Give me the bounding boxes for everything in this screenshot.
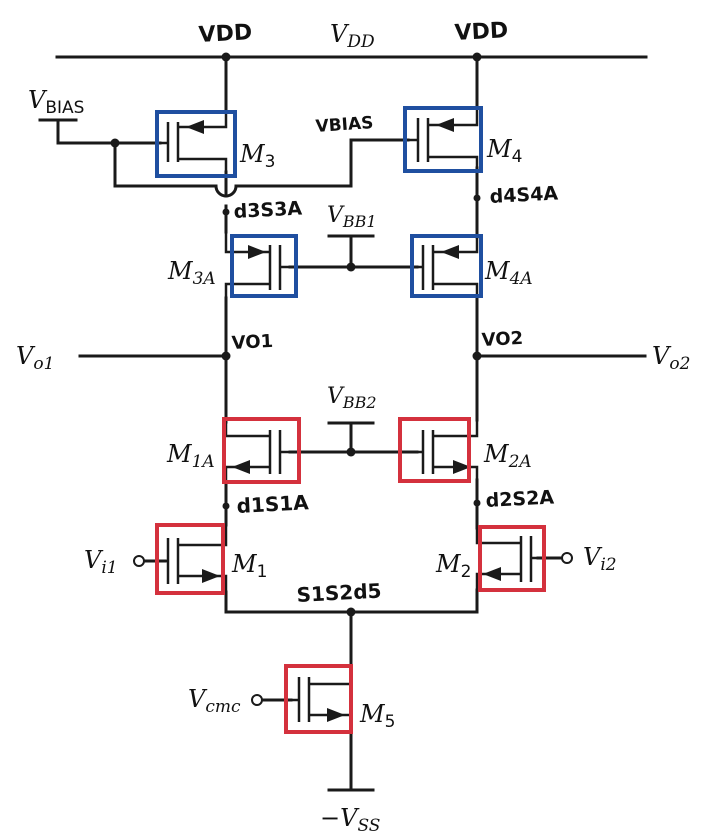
vbias-label: VBIAS xyxy=(28,86,84,118)
m3-highlight-box xyxy=(155,110,237,178)
vdd-left-annotation: VDD xyxy=(198,20,253,48)
m3a-highlight-box xyxy=(230,234,298,298)
vo2-node-annotation: VO2 xyxy=(481,328,523,351)
node-dot xyxy=(346,447,356,457)
m2a-label: M2A xyxy=(483,440,532,472)
vi1-label: Vi1 xyxy=(84,546,118,578)
vcmc-label: Vcmc xyxy=(188,685,241,717)
m5-symbol xyxy=(291,666,353,732)
vo1-node-annotation: VO1 xyxy=(231,331,273,354)
node-dot xyxy=(473,499,481,507)
vo2-label: Vo2 xyxy=(652,342,690,374)
m2-highlight-box xyxy=(478,525,546,592)
vbias-right-annotation: VBIAS xyxy=(315,113,374,137)
node-dot xyxy=(110,138,120,148)
m4a-symbol xyxy=(417,237,479,297)
wire-crossover xyxy=(214,184,238,198)
m4-highlight-box xyxy=(403,106,483,173)
node-dot xyxy=(472,351,482,361)
s1s2d5-annotation: S1S2d5 xyxy=(296,579,382,607)
node-dot xyxy=(222,208,230,216)
m1a-symbol xyxy=(224,422,290,482)
node-dot xyxy=(346,607,356,617)
m2a-symbol xyxy=(417,420,479,480)
vi1-terminal xyxy=(133,555,145,567)
vbb2-label: VBB2 xyxy=(327,384,377,412)
wires xyxy=(38,55,648,792)
vdd-rail-label: VDD xyxy=(330,20,375,52)
m3-label: M3 xyxy=(239,140,275,172)
m2a-highlight-box xyxy=(398,417,471,483)
d3s3a-annotation: d3S3A xyxy=(233,197,303,223)
m3a-label: M3A xyxy=(167,257,216,289)
m1-label: M1 xyxy=(231,550,267,582)
vdd-right-annotation: VDD xyxy=(454,18,509,46)
vi2-label: Vi2 xyxy=(583,543,617,575)
vo1-label: Vo1 xyxy=(16,342,54,374)
d4s4a-annotation: d4S4A xyxy=(489,182,559,208)
m3-symbol xyxy=(160,112,228,172)
d1s1a-annotation: d1S1A xyxy=(236,490,310,518)
m4-symbol xyxy=(408,108,479,168)
m2-symbol xyxy=(475,528,538,590)
vcmc-terminal xyxy=(251,694,263,706)
m1-highlight-box xyxy=(155,523,225,595)
d2s2a-annotation: d2S2A xyxy=(485,486,555,512)
vss-label: −VSS xyxy=(320,804,380,836)
m4-label: M4 xyxy=(486,135,522,167)
junction-dots xyxy=(110,52,482,617)
m5-highlight-box xyxy=(284,664,353,734)
m1-symbol xyxy=(165,525,228,592)
vbias-to-m4 xyxy=(234,138,410,188)
node-dot xyxy=(472,52,482,62)
vbias-wire-2 xyxy=(113,141,218,188)
m3a-symbol xyxy=(224,232,290,298)
m5-label: M5 xyxy=(359,700,395,732)
m4a-highlight-box xyxy=(410,234,483,298)
m1a-highlight-box xyxy=(222,417,301,484)
node-dot xyxy=(346,262,356,272)
vi2-terminal xyxy=(561,552,573,564)
node-dot xyxy=(221,351,231,361)
node-dot xyxy=(473,194,481,202)
vbias-wire xyxy=(56,118,162,145)
vbb1-label: VBB1 xyxy=(327,203,377,231)
node-dot xyxy=(222,502,230,510)
m2-label: M2 xyxy=(435,550,471,582)
m4a-label: M4A xyxy=(484,257,533,289)
node-dot xyxy=(221,52,231,62)
m1a-label: M1A xyxy=(166,440,215,472)
